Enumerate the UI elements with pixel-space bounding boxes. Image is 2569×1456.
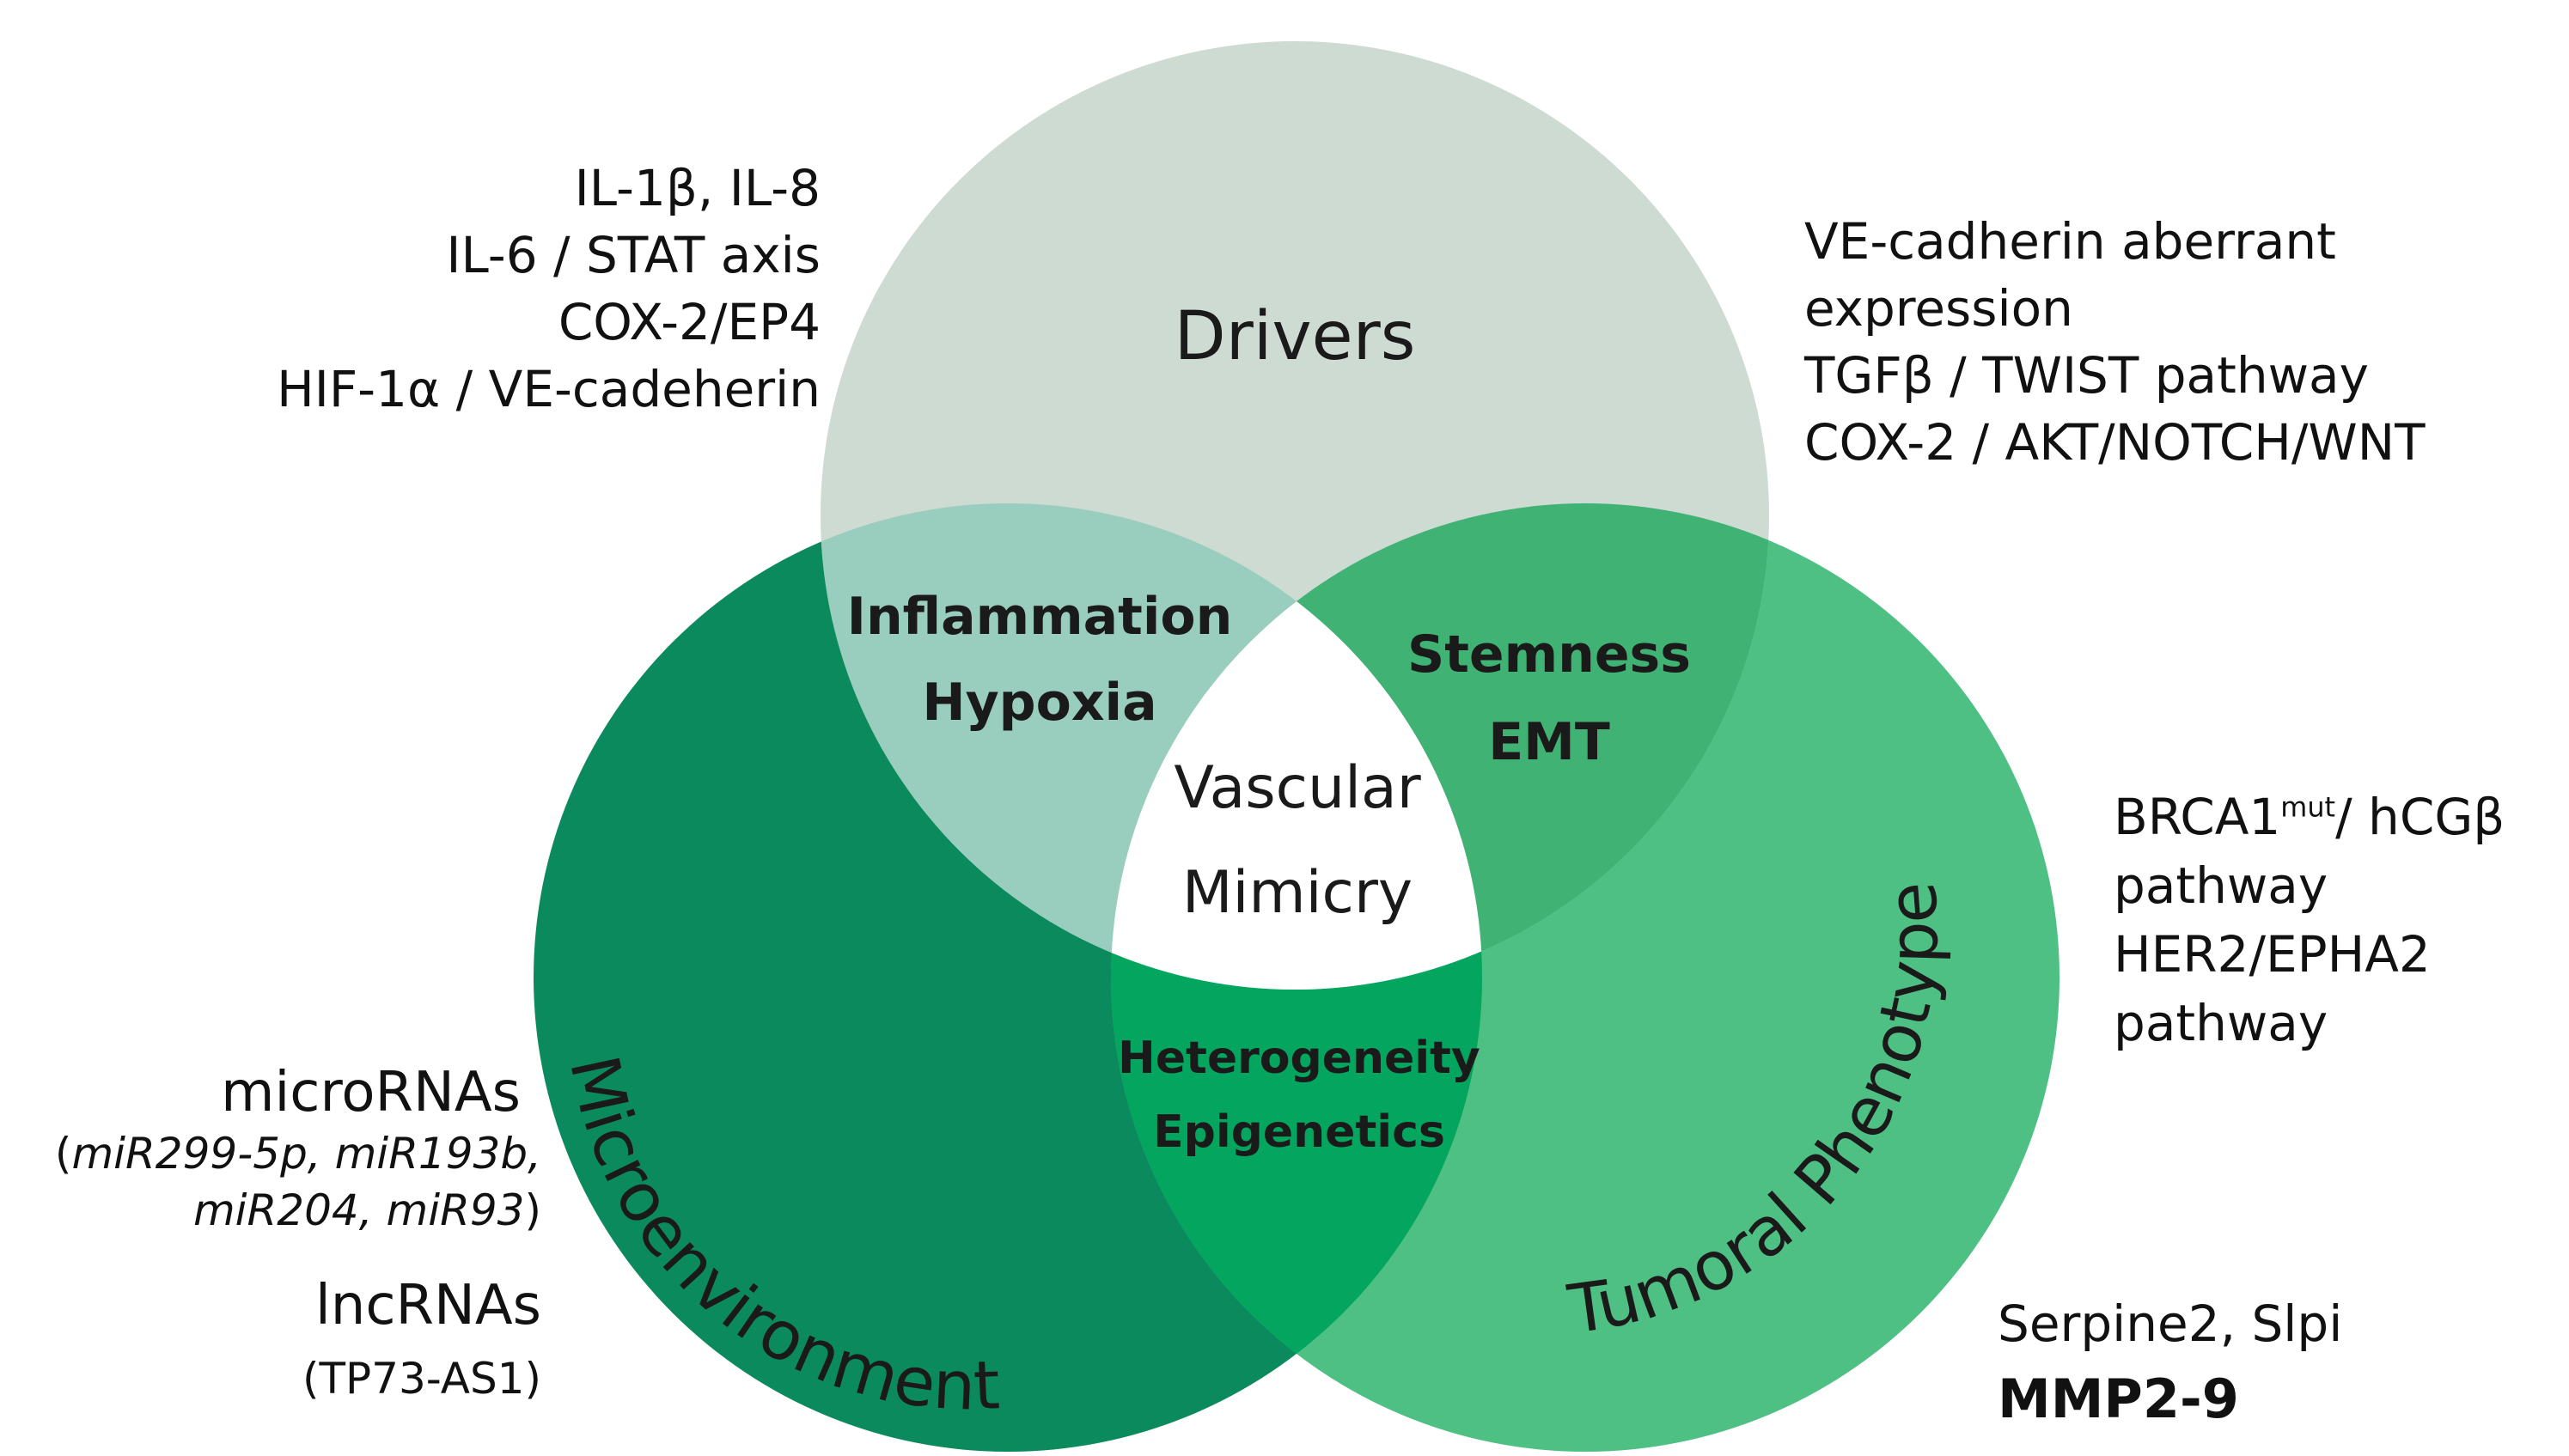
micro-annotation-mirna-list-2: miR204, miR93) bbox=[193, 1189, 541, 1232]
tumoral-annotation-her2: HER2/EPHA2 bbox=[2114, 925, 2431, 984]
mirna-list-1-text: miR299-5p, miR193b, bbox=[71, 1129, 541, 1179]
tumoral-annotation-mmp2-9: MMP2-9 bbox=[1998, 1368, 2239, 1430]
drivers-annotation-cox2-akt: COX-2 / AKT/NOTCH/WNT bbox=[1804, 413, 2426, 472]
drivers-annotation-hif1a: HIF-1α / VE-cadeherin bbox=[277, 360, 821, 418]
micro-annotation-micrornas-title: microRNAs bbox=[221, 1061, 521, 1124]
micro-annotation-lncrnas-title: lncRNAs bbox=[315, 1274, 541, 1337]
brca1-sup: mut bbox=[2280, 790, 2336, 824]
center-label-vascular: Vascular bbox=[1174, 754, 1420, 822]
overlap-label-heterogeneity: Heterogeneity bbox=[1118, 1033, 1480, 1084]
drivers-annotation-il1b: IL-1β, IL-8 bbox=[574, 159, 821, 217]
tumoral-annotation-serpine2: Serpine2, Slpi bbox=[1998, 1295, 2343, 1353]
overlap-label-hypoxia: Hypoxia bbox=[922, 673, 1156, 733]
center-label-mimicry: Mimicry bbox=[1182, 859, 1413, 927]
micro-annotation-mirna-list-1: (miR299-5p, miR193b, bbox=[55, 1132, 541, 1175]
brca1-main: BRCA1 bbox=[2114, 788, 2281, 846]
drivers-annotation-cox2-ep4: COX-2/EP4 bbox=[558, 293, 821, 351]
drivers-annotation-vecadherin: VE-cadherin aberrant bbox=[1804, 212, 2336, 271]
drivers-annotation-tgfb: TGFβ / TWIST pathway bbox=[1804, 346, 2369, 405]
brca1-rest: / hCGβ bbox=[2335, 788, 2505, 846]
tumoral-annotation-brca1: BRCA1mut/ hCGβ bbox=[2114, 792, 2505, 842]
drivers-title: Drivers bbox=[1175, 298, 1416, 375]
overlap-label-emt: EMT bbox=[1488, 712, 1610, 772]
overlap-label-inflammation: Inflammation bbox=[847, 587, 1233, 647]
overlap-label-epigenetics: Epigenetics bbox=[1153, 1106, 1445, 1158]
tumoral-annotation-pathway-2: pathway bbox=[2114, 994, 2328, 1052]
micro-annotation-tp73: (TP73-AS1) bbox=[302, 1354, 541, 1404]
center-overlap bbox=[1111, 503, 1482, 990]
mirna-list-2-text: miR204, miR93 bbox=[192, 1185, 525, 1235]
drivers-annotation-il6: IL-6 / STAT axis bbox=[446, 226, 821, 284]
tumoral-annotation-pathway-1: pathway bbox=[2114, 856, 2328, 915]
mirna-close-paren: ) bbox=[524, 1185, 541, 1235]
mirna-open-paren: ( bbox=[54, 1129, 72, 1179]
drivers-annotation-expression: expression bbox=[1804, 279, 2073, 338]
overlap-label-stemness: Stemness bbox=[1407, 624, 1691, 685]
